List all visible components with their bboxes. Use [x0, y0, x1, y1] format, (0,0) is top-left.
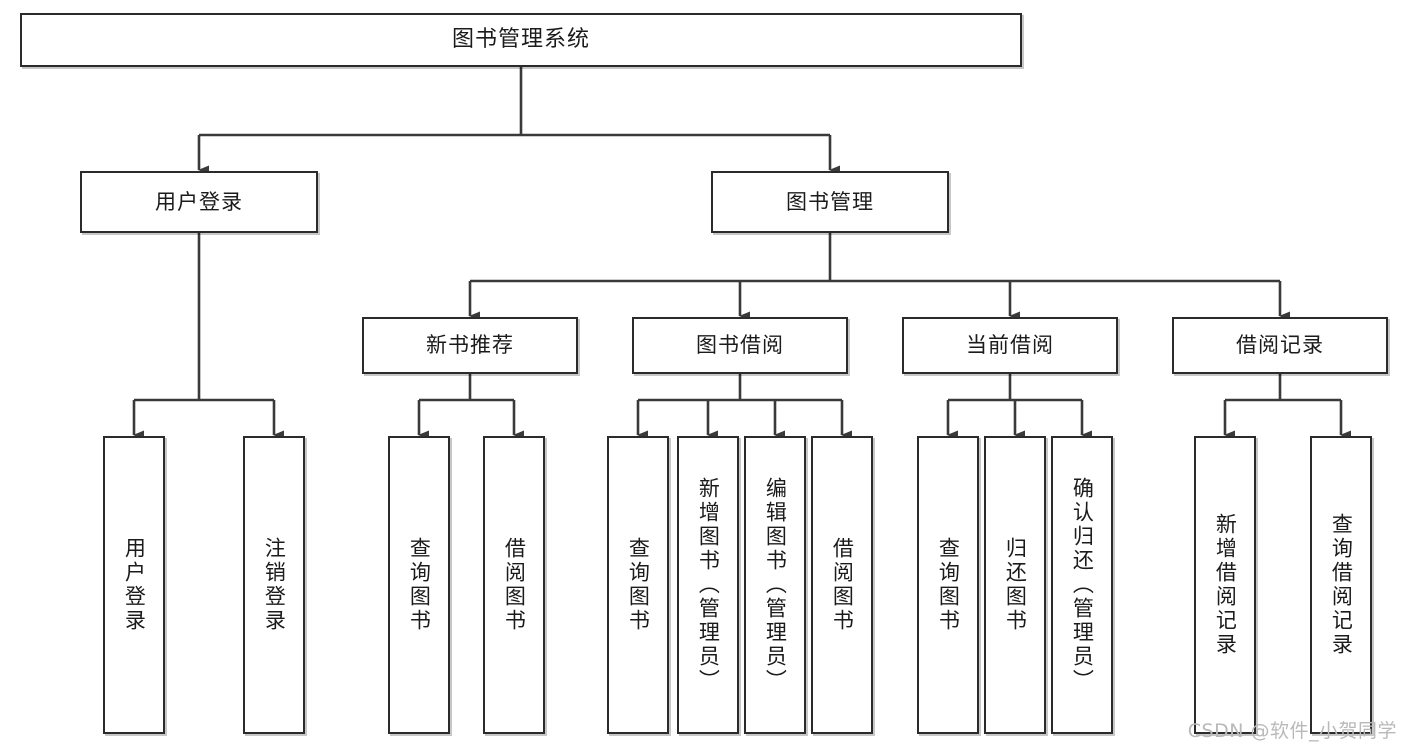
node-leaf-borrow-2[interactable]: 新增图书（管理员）: [677, 436, 739, 734]
node-leaf-login-1[interactable]: 用户登录: [103, 436, 165, 734]
node-label: 用户登录: [155, 189, 243, 214]
node-label: 查询图书: [936, 537, 961, 633]
node-label: 查询图书: [407, 537, 432, 633]
node-label: 借阅图书: [502, 537, 527, 633]
node-label: 借阅记录: [1236, 333, 1324, 358]
node-leaf-new-2[interactable]: 借阅图书: [483, 436, 545, 734]
node-label: 查询图书: [626, 537, 651, 633]
node-label: 确认归还（管理员）: [1070, 477, 1095, 693]
node-root[interactable]: 图书管理系统: [20, 13, 1022, 67]
node-label: 归还图书: [1003, 537, 1028, 633]
node-label: 图书管理: [786, 189, 874, 214]
node-label: 查询借阅记录: [1329, 513, 1354, 657]
node-current[interactable]: 当前借阅: [902, 317, 1118, 374]
node-label: 用户登录: [122, 537, 147, 633]
node-label: 注销登录: [262, 537, 287, 633]
node-label: 图书借阅: [696, 333, 784, 358]
node-leaf-cur-1[interactable]: 查询图书: [917, 436, 979, 734]
node-records[interactable]: 借阅记录: [1172, 317, 1388, 374]
node-leaf-new-1[interactable]: 查询图书: [388, 436, 450, 734]
node-label: 新增图书（管理员）: [696, 477, 721, 693]
node-leaf-login-2[interactable]: 注销登录: [243, 436, 305, 734]
node-label: 新书推荐: [426, 333, 514, 358]
node-leaf-cur-2[interactable]: 归还图书: [984, 436, 1046, 734]
node-leaf-rec-2[interactable]: 查询借阅记录: [1310, 436, 1372, 734]
node-borrow[interactable]: 图书借阅: [632, 317, 848, 374]
node-label: 借阅图书: [830, 537, 855, 633]
node-label: 当前借阅: [966, 333, 1054, 358]
node-leaf-cur-3[interactable]: 确认归还（管理员）: [1051, 436, 1113, 734]
node-bookmgmt[interactable]: 图书管理: [711, 171, 949, 233]
edge-layer: [132, 67, 1351, 440]
watermark-text: CSDN @软件_小贺同学: [1187, 720, 1397, 742]
node-leaf-borrow-1[interactable]: 查询图书: [607, 436, 669, 734]
node-leaf-borrow-4[interactable]: 借阅图书: [811, 436, 873, 734]
node-newbook[interactable]: 新书推荐: [362, 317, 578, 374]
node-leaf-rec-1[interactable]: 新增借阅记录: [1194, 436, 1256, 734]
node-label: 编辑图书（管理员）: [763, 477, 788, 693]
node-label: 图书管理系统: [451, 27, 590, 53]
node-login[interactable]: 用户登录: [80, 171, 318, 233]
node-label: 新增借阅记录: [1213, 513, 1238, 657]
node-leaf-borrow-3[interactable]: 编辑图书（管理员）: [744, 436, 806, 734]
